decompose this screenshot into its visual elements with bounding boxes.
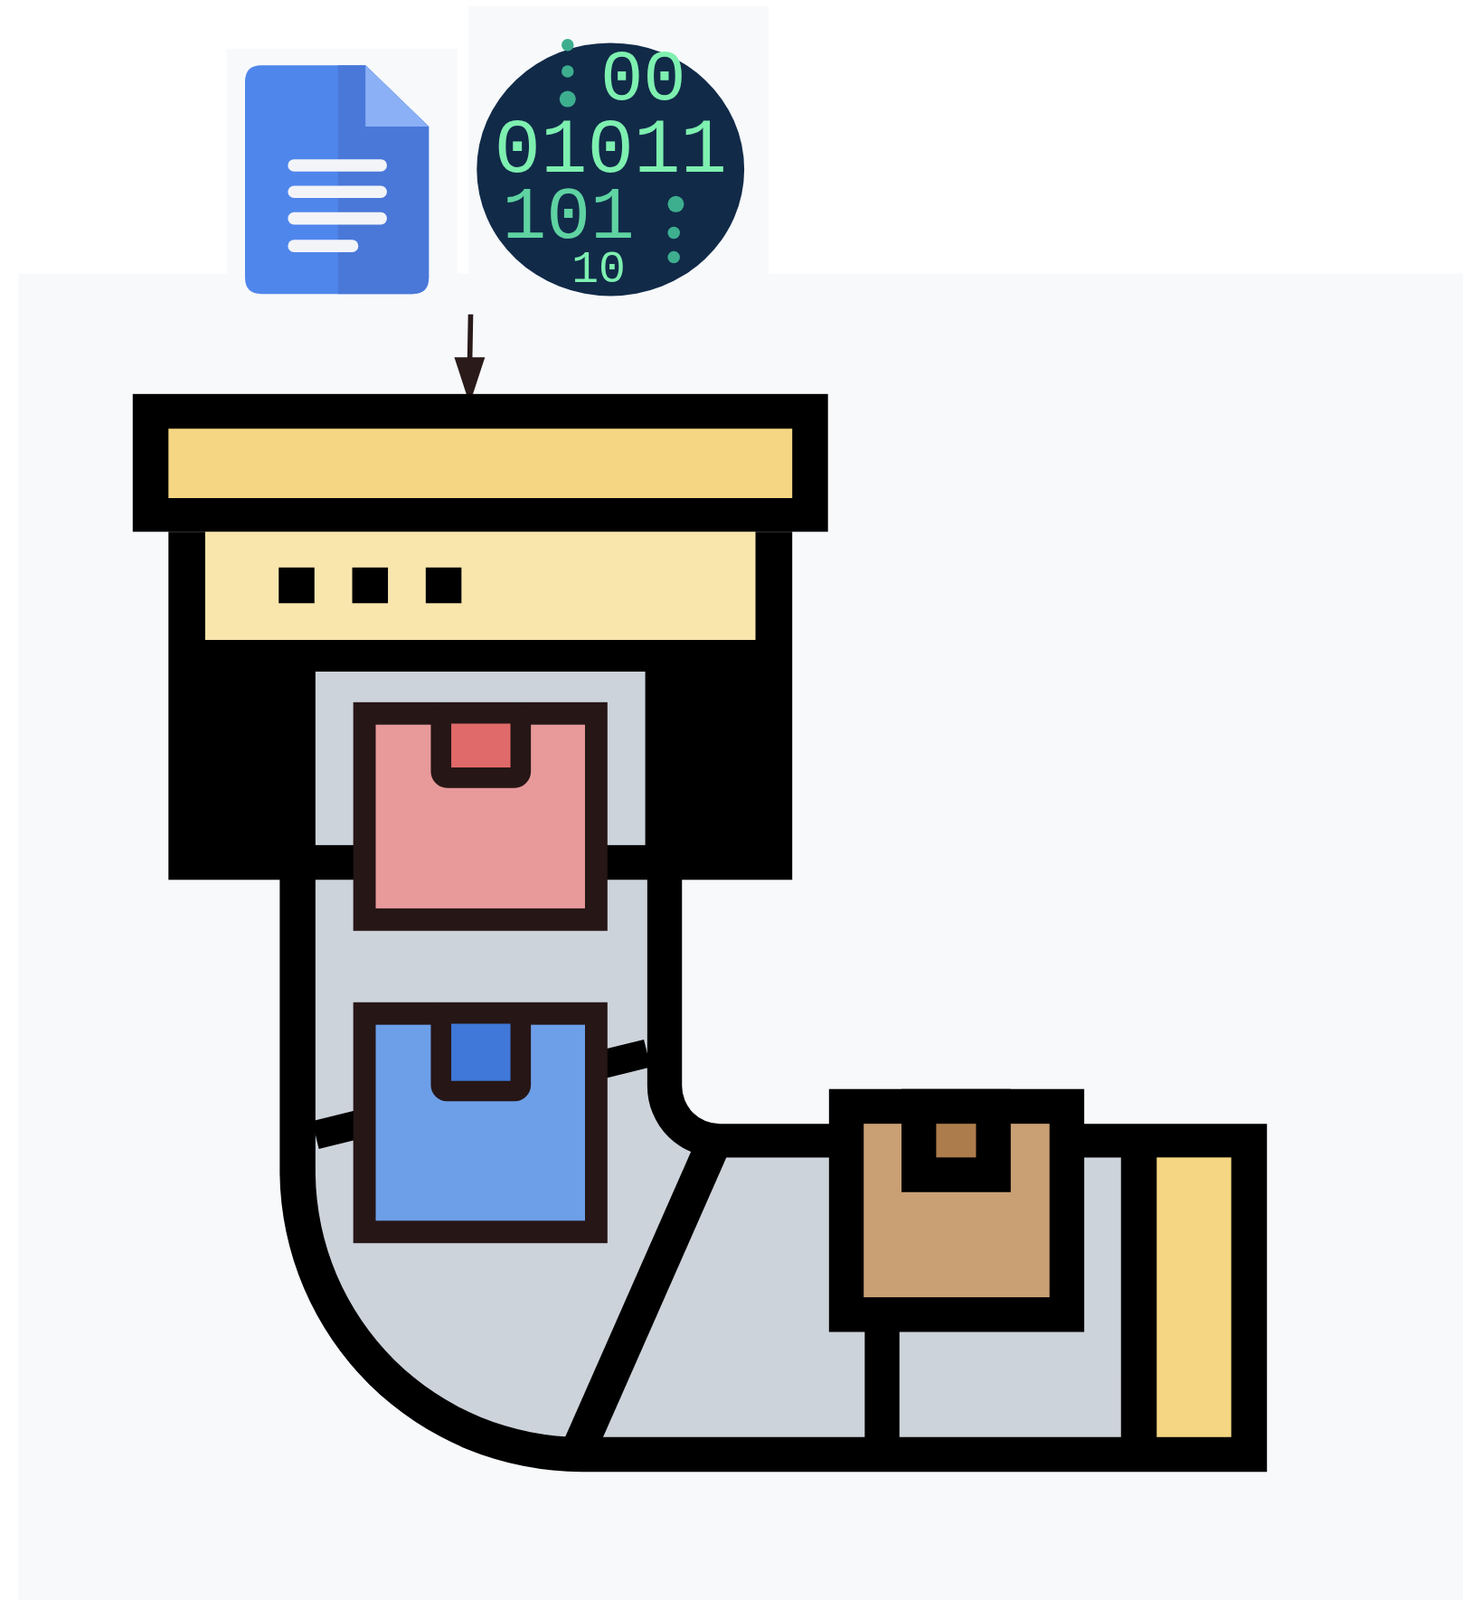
indicator [352, 567, 389, 605]
document-lines [293, 165, 381, 246]
text-line [293, 185, 381, 199]
document-fold [365, 65, 429, 127]
pink-parcel [364, 713, 596, 920]
segment-line [864, 1317, 899, 1440]
background-panel [18, 273, 1463, 1600]
parcel-tape [441, 713, 521, 778]
indicator [278, 567, 315, 605]
pipe-outlet [1156, 1157, 1231, 1437]
parcel-body [364, 713, 596, 920]
document-icon [245, 65, 429, 294]
hopper-cap [132, 394, 829, 532]
binary-digits: 10 [571, 246, 626, 293]
binary-digits: 101 [502, 181, 635, 255]
parcel-tape [441, 1013, 521, 1092]
pipe-outline [279, 868, 1267, 1473]
text-line [293, 239, 352, 253]
dot [561, 38, 575, 52]
binary-digits: 00 [600, 45, 687, 117]
document-shade [338, 65, 429, 294]
dot [667, 196, 684, 213]
parcel-body [846, 1106, 1067, 1315]
text-line [293, 159, 381, 172]
hopper-panel [205, 531, 756, 641]
blue-parcel [364, 1013, 596, 1233]
dot [667, 251, 680, 265]
indicator [425, 567, 463, 605]
parcel-tape [918, 1106, 993, 1176]
dot [667, 226, 680, 240]
binary-circle [476, 42, 745, 296]
binary-digits: 01011 [493, 112, 727, 190]
hopper-cap-fill [168, 428, 793, 499]
brown-parcel [846, 1106, 1067, 1315]
dot [561, 65, 575, 78]
text-line [293, 212, 381, 226]
dot [559, 90, 576, 107]
parcel-body [364, 1013, 596, 1233]
